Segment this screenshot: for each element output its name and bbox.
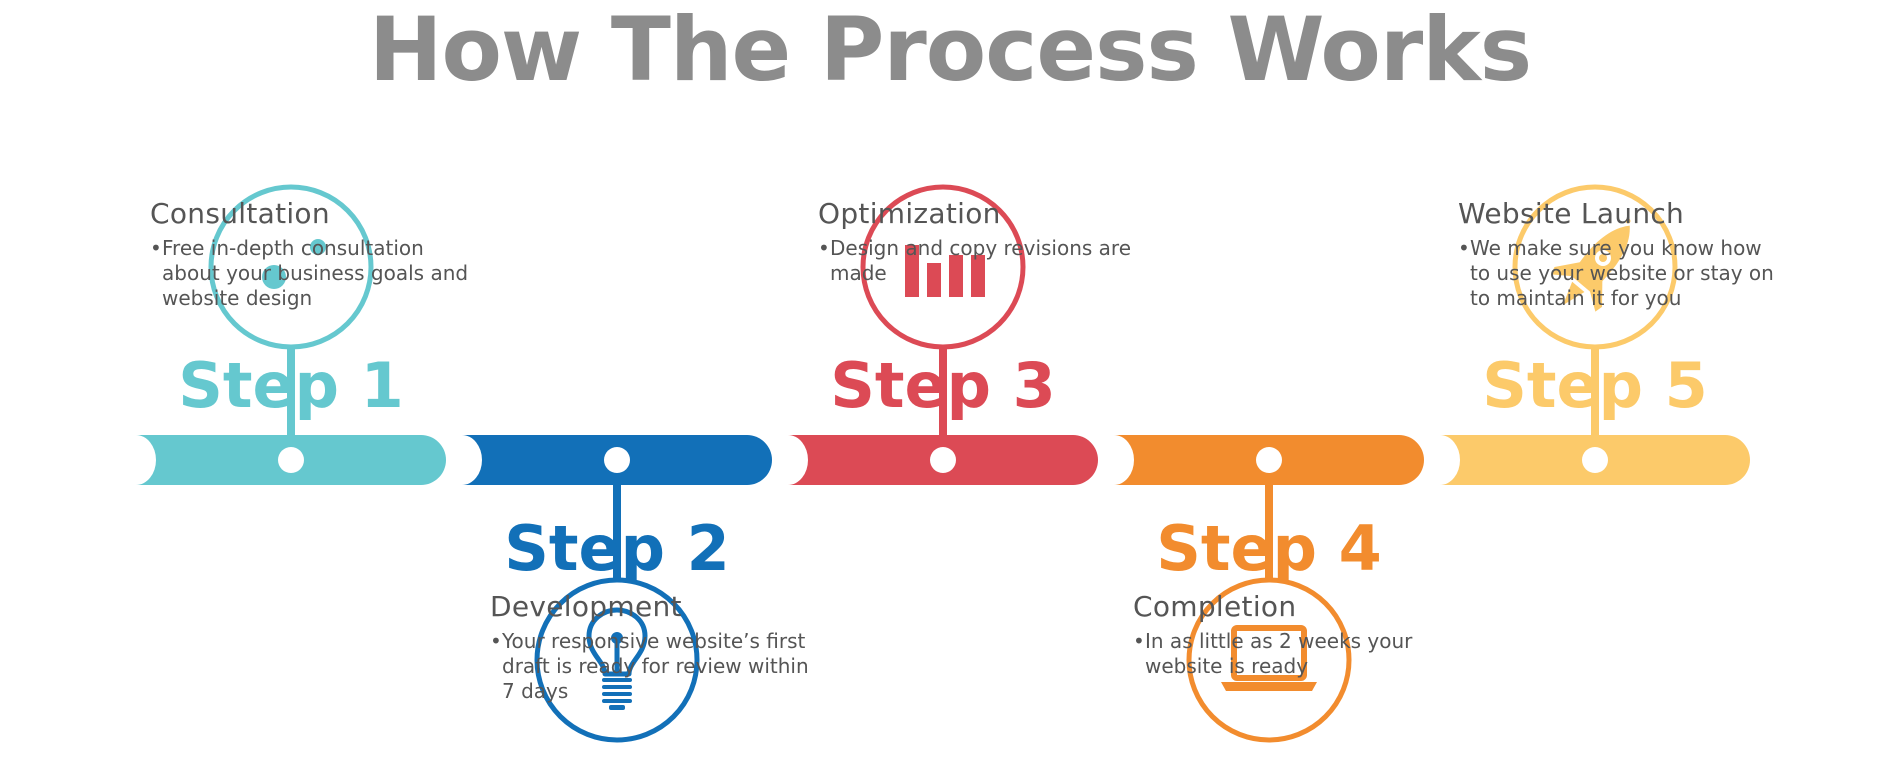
step-label: Step 1 bbox=[178, 349, 403, 422]
step-description: Your responsive website’s first draft is… bbox=[490, 629, 820, 704]
step-label: Step 4 bbox=[1156, 512, 1381, 585]
step-name: Consultation bbox=[150, 197, 330, 230]
step-label: Step 3 bbox=[830, 349, 1055, 422]
page-title: How The Process Works bbox=[368, 0, 1532, 101]
step-label: Step 5 bbox=[1482, 349, 1707, 422]
connector-dot bbox=[930, 447, 956, 473]
timeline-step-4: Step 4 bbox=[1114, 435, 1424, 743]
timeline-step-3: Step 3 bbox=[788, 184, 1098, 485]
step-name: Optimization bbox=[818, 197, 1001, 230]
step-name: Website Launch bbox=[1458, 197, 1685, 230]
step-text-block: ConsultationFree in-depth consultation a… bbox=[150, 196, 480, 311]
connector-dot bbox=[604, 447, 630, 473]
step-name: Completion bbox=[1133, 590, 1297, 623]
step-description: Free in-depth consultation about your bu… bbox=[150, 236, 480, 311]
step-description: Design and copy revisions are made bbox=[818, 236, 1148, 286]
step-text-block: OptimizationDesign and copy revisions ar… bbox=[818, 196, 1148, 286]
connector-dot bbox=[1582, 447, 1608, 473]
connector-dot bbox=[278, 447, 304, 473]
step-description: In as little as 2 weeks your website is … bbox=[1133, 629, 1463, 679]
step-text-block: Website Launch We make sure you know how … bbox=[1458, 196, 1788, 311]
step-description: We make sure you know how to use your we… bbox=[1458, 236, 1788, 311]
step-name: Development bbox=[490, 590, 682, 623]
step-text-block: Completion In as little as 2 weeks your w… bbox=[1133, 589, 1463, 679]
step-label: Step 2 bbox=[504, 512, 729, 585]
step-text-block: DevelopmentYour responsive website’s fir… bbox=[490, 589, 820, 704]
connector-dot bbox=[1256, 447, 1282, 473]
